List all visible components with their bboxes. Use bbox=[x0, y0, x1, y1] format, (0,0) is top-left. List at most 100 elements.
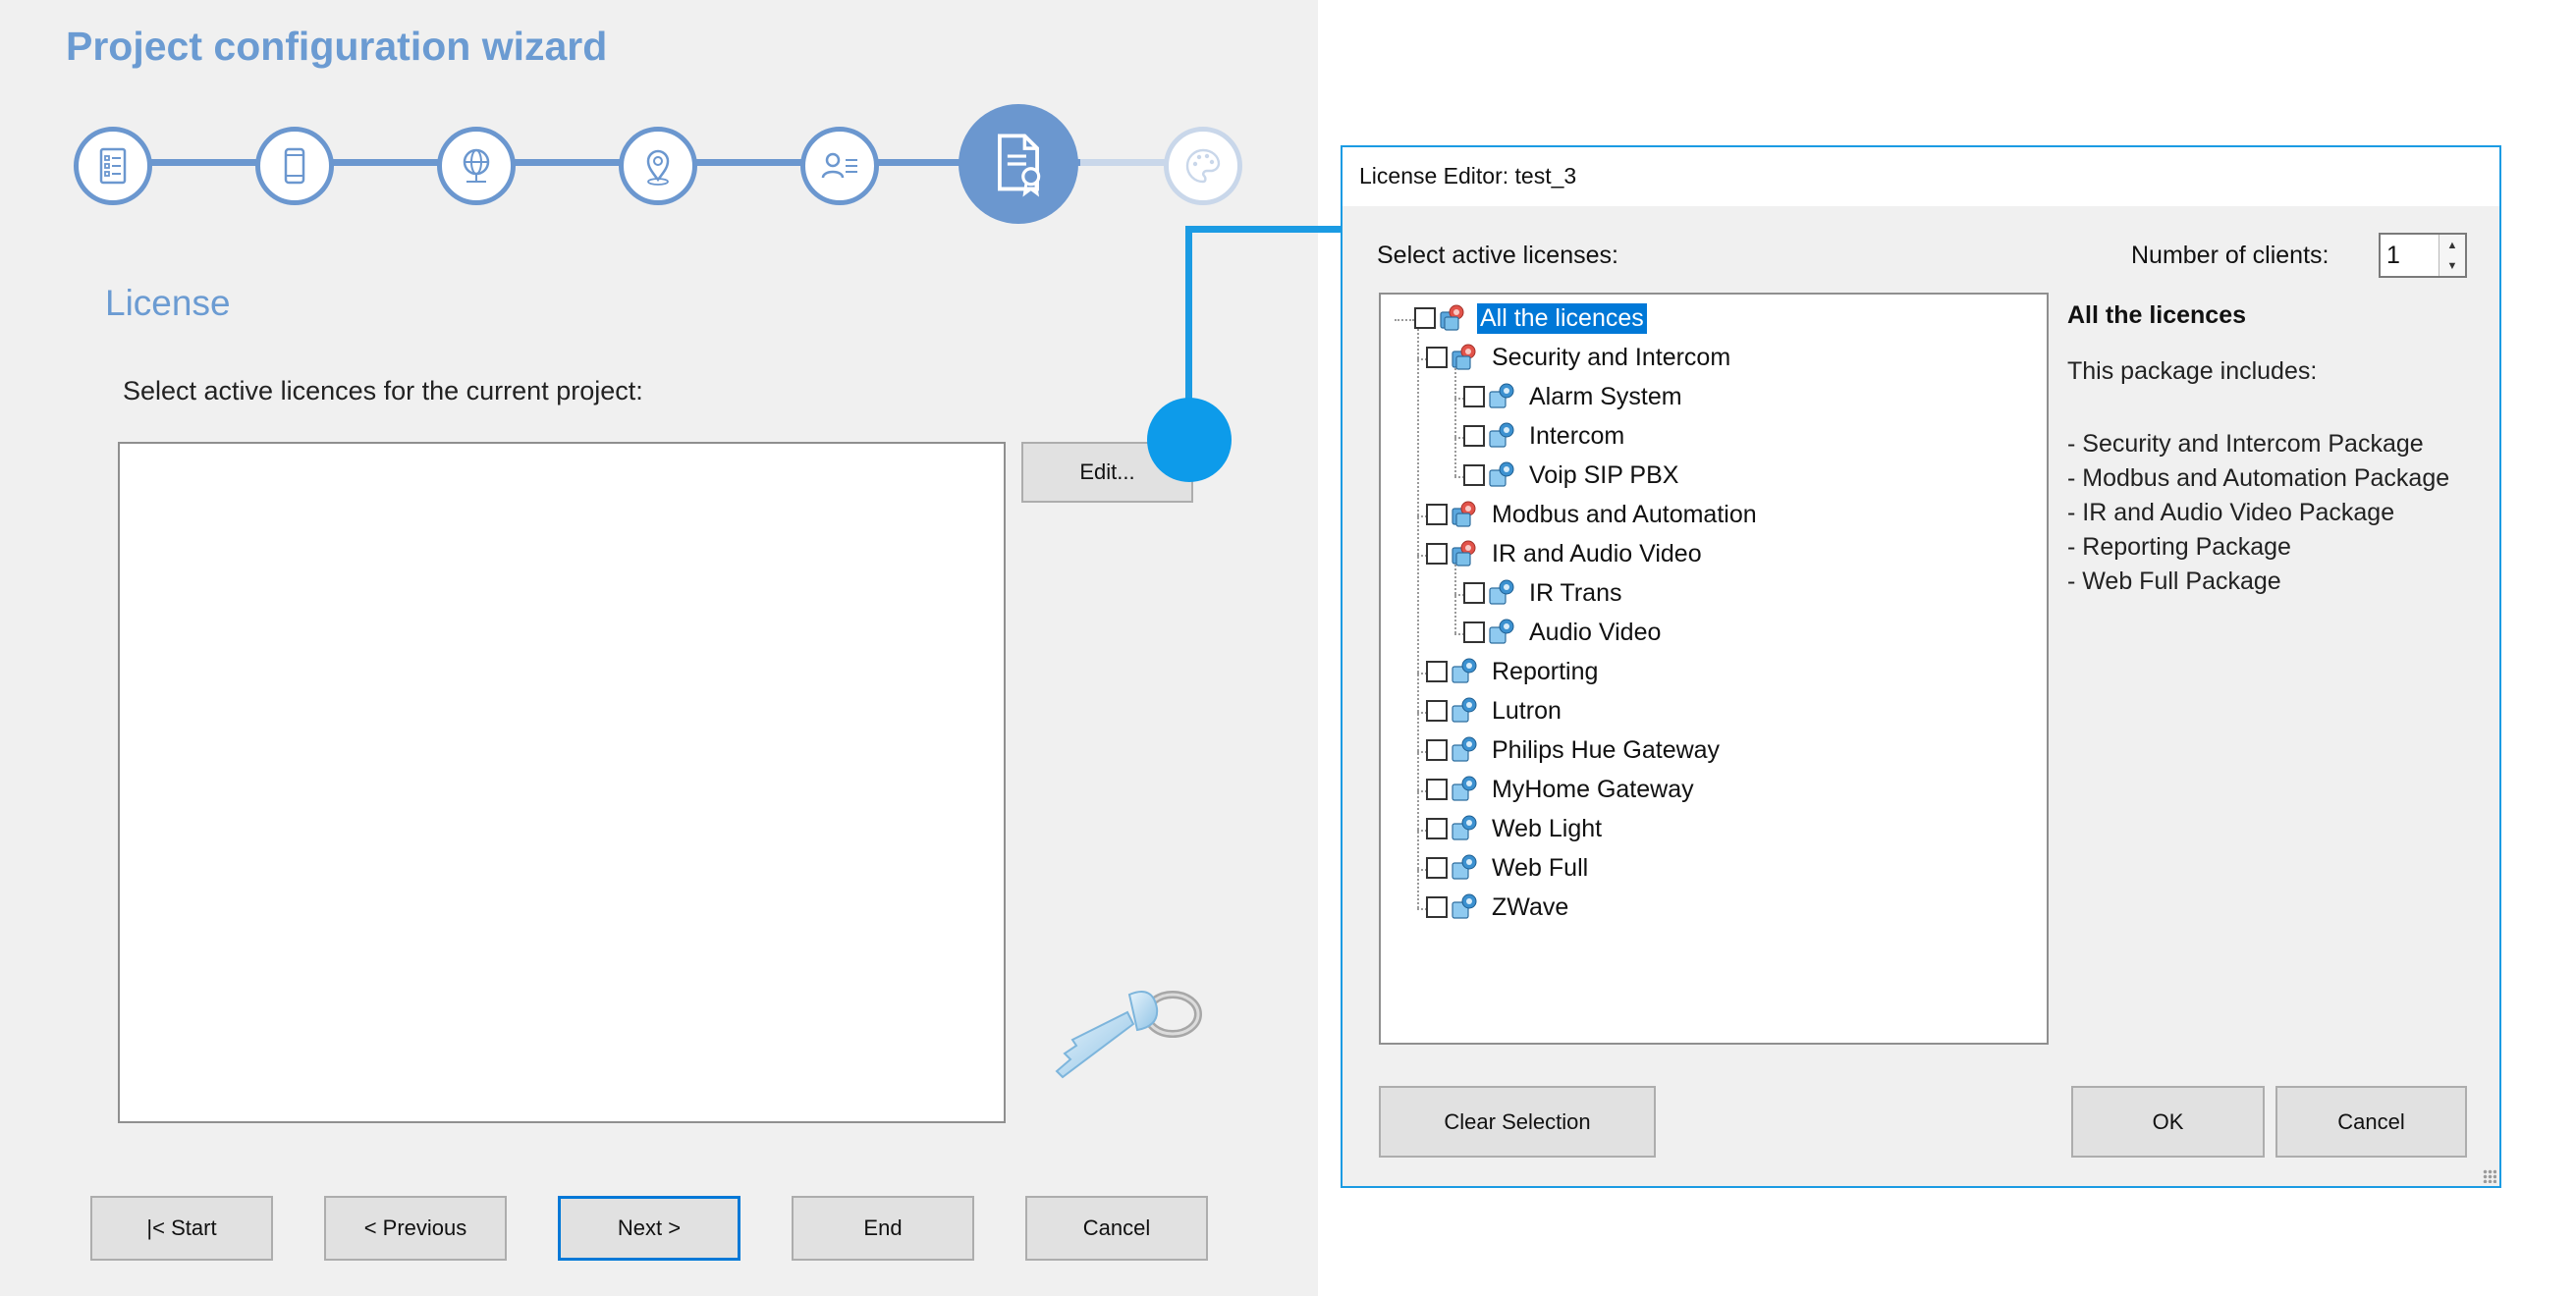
description-items: - Security and Intercom Package - Modbus… bbox=[2067, 427, 2480, 599]
clear-selection-button[interactable]: Clear Selection bbox=[1379, 1086, 1656, 1158]
number-of-clients-spinner[interactable]: 1 ▲ ▼ bbox=[2379, 233, 2467, 278]
license-checkbox[interactable] bbox=[1463, 621, 1485, 643]
license-checkbox[interactable] bbox=[1426, 818, 1448, 839]
tree-item[interactable]: Web Full bbox=[1426, 849, 1591, 887]
wizard-title: Project configuration wizard bbox=[66, 24, 608, 69]
active-licenses-list[interactable] bbox=[118, 442, 1006, 1123]
tree-item-label[interactable]: Philips Hue Gateway bbox=[1492, 735, 1721, 764]
step-location[interactable] bbox=[619, 127, 697, 205]
number-of-clients-label: Number of clients: bbox=[2131, 242, 2329, 269]
smartphone-icon bbox=[284, 147, 305, 185]
section-title: License bbox=[105, 283, 231, 323]
tree-item-label[interactable]: Security and Intercom bbox=[1492, 343, 1731, 371]
dialog-titlebar[interactable]: License Editor: test_3 bbox=[1343, 147, 2499, 206]
callout-marker bbox=[1147, 398, 1232, 482]
tree-item[interactable]: Security and Intercom bbox=[1426, 339, 1733, 376]
tree-connector bbox=[1417, 830, 1427, 832]
license-checkbox[interactable] bbox=[1426, 347, 1448, 368]
tree-item[interactable]: Reporting bbox=[1426, 653, 1601, 690]
spin-up-icon[interactable]: ▲ bbox=[2439, 235, 2465, 256]
description-item: - IR and Audio Video Package bbox=[2067, 499, 2395, 526]
tree-item[interactable]: Web Light bbox=[1426, 810, 1605, 847]
license-icon bbox=[1489, 383, 1514, 408]
tree-item[interactable]: MyHome Gateway bbox=[1426, 771, 1697, 808]
license-checkbox[interactable] bbox=[1426, 896, 1448, 918]
tree-item-label[interactable]: Reporting bbox=[1492, 657, 1599, 685]
palette-icon bbox=[1185, 148, 1221, 184]
tree-item-label[interactable]: ZWave bbox=[1492, 892, 1569, 921]
license-checkbox[interactable] bbox=[1426, 857, 1448, 879]
tree-item-label[interactable]: MyHome Gateway bbox=[1492, 775, 1694, 803]
license-instruction: Select active licences for the current p… bbox=[123, 376, 643, 405]
tree-item[interactable]: Modbus and Automation bbox=[1426, 496, 1760, 533]
tree-item[interactable]: Audio Video bbox=[1463, 614, 1664, 651]
license-checkbox[interactable] bbox=[1463, 464, 1485, 486]
cancel-button[interactable]: Cancel bbox=[1025, 1196, 1208, 1261]
description-title: All the licences bbox=[2067, 301, 2247, 329]
tree-item[interactable]: IR and Audio Video bbox=[1426, 535, 1705, 572]
license-icon bbox=[1489, 619, 1514, 644]
clients-value[interactable]: 1 bbox=[2386, 242, 2400, 269]
step-user[interactable] bbox=[800, 127, 879, 205]
license-checkbox[interactable] bbox=[1463, 425, 1485, 447]
license-checkbox[interactable] bbox=[1463, 582, 1485, 604]
globe-network-icon bbox=[463, 148, 490, 183]
resize-grip-icon[interactable] bbox=[2483, 1169, 2496, 1183]
end-button[interactable]: End bbox=[792, 1196, 974, 1261]
tree-connector bbox=[1454, 565, 1456, 633]
project-wizard-panel: Project configuration wizard bbox=[0, 0, 1353, 1296]
tree-item[interactable]: Philips Hue Gateway bbox=[1426, 731, 1723, 769]
license-checkbox[interactable] bbox=[1426, 739, 1448, 761]
tree-item-label[interactable]: Web Full bbox=[1492, 853, 1589, 882]
step-checklist[interactable] bbox=[74, 127, 152, 205]
license-checkbox[interactable] bbox=[1426, 661, 1448, 682]
tree-item[interactable]: Intercom bbox=[1463, 417, 1627, 455]
tree-connector bbox=[1454, 437, 1464, 439]
tree-item[interactable]: IR Trans bbox=[1463, 574, 1624, 612]
tree-connector bbox=[1417, 358, 1427, 360]
tree-item-label[interactable]: Audio Video bbox=[1529, 618, 1662, 646]
tree-item-label[interactable]: All the licences bbox=[1477, 302, 1647, 334]
tree-item-label[interactable]: Intercom bbox=[1529, 421, 1625, 450]
step-license-active[interactable] bbox=[959, 104, 1078, 224]
spin-down-icon[interactable]: ▼ bbox=[2439, 255, 2465, 276]
license-checkbox[interactable] bbox=[1463, 386, 1485, 407]
tree-item[interactable]: Lutron bbox=[1426, 692, 1564, 729]
previous-button[interactable]: < Previous bbox=[324, 1196, 507, 1261]
package-icon bbox=[1452, 501, 1476, 527]
tree-item-label[interactable]: Voip SIP PBX bbox=[1529, 460, 1679, 489]
license-checkbox[interactable] bbox=[1426, 543, 1448, 565]
tree-item-label[interactable]: Lutron bbox=[1492, 696, 1562, 725]
tree-item[interactable]: Voip SIP PBX bbox=[1463, 457, 1681, 494]
start-button[interactable]: |< Start bbox=[90, 1196, 273, 1261]
license-checkbox[interactable] bbox=[1414, 307, 1436, 329]
tree-item-label[interactable]: IR Trans bbox=[1529, 578, 1622, 607]
edit-licenses-button[interactable]: Edit... bbox=[1021, 442, 1193, 503]
location-pin-icon bbox=[646, 149, 670, 186]
tree-item-label[interactable]: Alarm System bbox=[1529, 382, 1682, 410]
tree-item-label[interactable]: Web Light bbox=[1492, 814, 1603, 842]
dialog-cancel-button[interactable]: Cancel bbox=[2275, 1086, 2467, 1158]
tree-item[interactable]: ZWave bbox=[1426, 889, 1571, 926]
next-button[interactable]: Next > bbox=[558, 1196, 740, 1261]
ok-button[interactable]: OK bbox=[2071, 1086, 2265, 1158]
license-icon bbox=[1452, 854, 1477, 880]
tree-item[interactable]: All the licences bbox=[1414, 299, 1647, 337]
tree-connector bbox=[1417, 790, 1427, 792]
description-item: - Reporting Package bbox=[2067, 533, 2291, 561]
step-theme-pending[interactable] bbox=[1164, 127, 1242, 205]
step-network[interactable] bbox=[437, 127, 516, 205]
select-licenses-label: Select active licenses: bbox=[1377, 242, 1618, 269]
license-checkbox[interactable] bbox=[1426, 504, 1448, 525]
license-icon bbox=[1489, 422, 1514, 448]
license-checkbox[interactable] bbox=[1426, 700, 1448, 722]
license-checkbox[interactable] bbox=[1426, 779, 1448, 800]
tree-item[interactable]: Alarm System bbox=[1463, 378, 1685, 415]
tree-connector bbox=[1417, 908, 1427, 910]
license-icon bbox=[1452, 893, 1477, 919]
tree-item-label[interactable]: IR and Audio Video bbox=[1492, 539, 1702, 567]
package-icon bbox=[1440, 304, 1464, 331]
step-device[interactable] bbox=[255, 127, 334, 205]
tree-item-label[interactable]: Modbus and Automation bbox=[1492, 500, 1757, 528]
